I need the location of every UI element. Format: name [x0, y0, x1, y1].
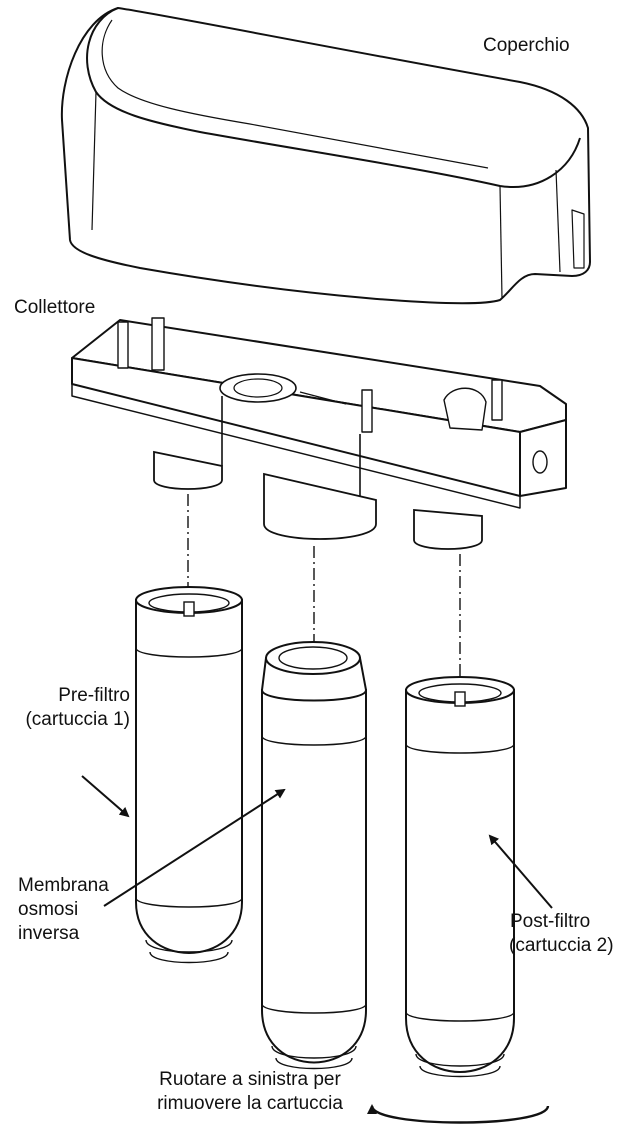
instruction-line2: rimuovere la cartuccia	[157, 1093, 343, 1114]
rotate-left-icon	[367, 1104, 550, 1124]
prefilter-cartridge	[135, 586, 243, 964]
manifold-label: Collettore	[14, 297, 96, 318]
postfilter-label-line1: Post-filtro	[510, 911, 591, 932]
manifold-connectors	[153, 450, 483, 550]
cover-part	[60, 7, 591, 305]
membrane-label-line3: inversa	[18, 923, 80, 944]
membrane-label-line1: Membrana	[18, 875, 109, 896]
membrane-label-line2: osmosi	[18, 899, 79, 920]
postfilter-label-line2: (cartuccia 2)	[509, 935, 614, 956]
membrane-cartridge	[260, 641, 368, 1070]
prefilter-label-line1: Pre-filtro	[58, 685, 130, 706]
prefilter-label-line2: (cartuccia 1)	[25, 709, 130, 730]
postfilter-cartridge	[405, 676, 515, 1078]
leader-arrows	[81, 775, 553, 909]
postfilter-arrow	[488, 834, 553, 909]
instruction-line1: Ruotare a sinistra per	[159, 1069, 341, 1090]
membrane-arrow	[103, 788, 286, 907]
cover-label: Coperchio	[483, 35, 570, 56]
manifold-part	[71, 317, 567, 509]
prefilter-arrow	[81, 775, 130, 818]
